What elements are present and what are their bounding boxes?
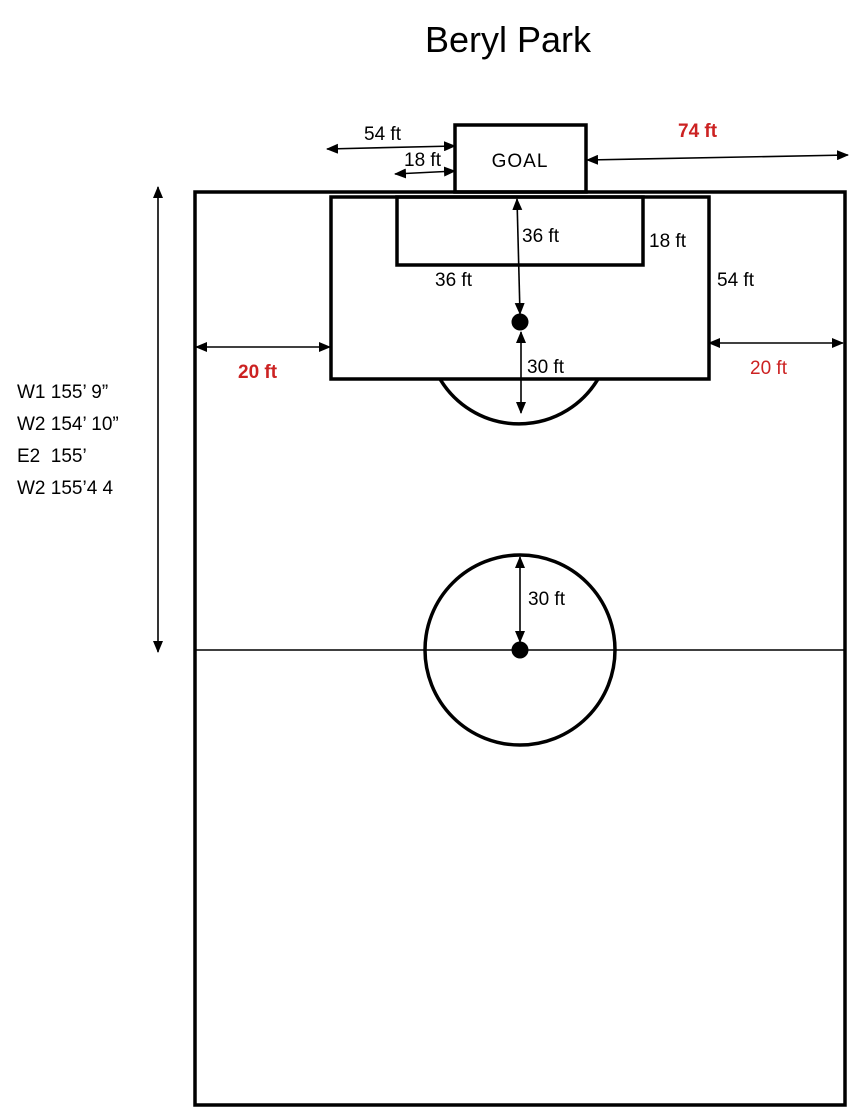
goal-left-outer-label: 54 ft (364, 124, 402, 145)
penalty-left-margin-label: 20 ft (238, 362, 278, 383)
center-circle-radius-label: 30 ft (528, 589, 566, 610)
goal-left-inner-label: 18 ft (404, 150, 442, 171)
center-spot (511, 641, 529, 659)
penalty-spot (511, 313, 529, 331)
goal-left-outer-arrow (326, 141, 456, 154)
center-circle (423, 553, 617, 747)
penalty-arc-radius-label: 30 ft (527, 357, 565, 378)
penalty-right-margin-label: 20 ft (750, 358, 788, 379)
goal-right-arrow (586, 150, 849, 165)
goal-area-width-label: 36 ft (435, 270, 473, 291)
goal-box (453, 123, 588, 194)
goal-label: GOAL (492, 151, 549, 172)
page-title: Beryl Park (425, 19, 592, 60)
goal-right-label: 74 ft (678, 121, 718, 142)
penalty-arc (438, 378, 600, 426)
length-note: W2 155’4 4 (17, 478, 114, 499)
goal-area-depth-label: 36 ft (522, 226, 560, 247)
goal-area-side-label: 18 ft (649, 231, 687, 252)
penalty-area-side-label: 54 ft (717, 270, 755, 291)
length-note: W2 154’ 10” (17, 414, 119, 435)
goal-area-depth-arrow (512, 198, 525, 315)
length-note: W1 155’ 9” (17, 382, 108, 403)
goal-area (395, 195, 645, 267)
goal-left-inner-arrow (394, 166, 456, 179)
length-note: E2 155’ (17, 446, 87, 467)
